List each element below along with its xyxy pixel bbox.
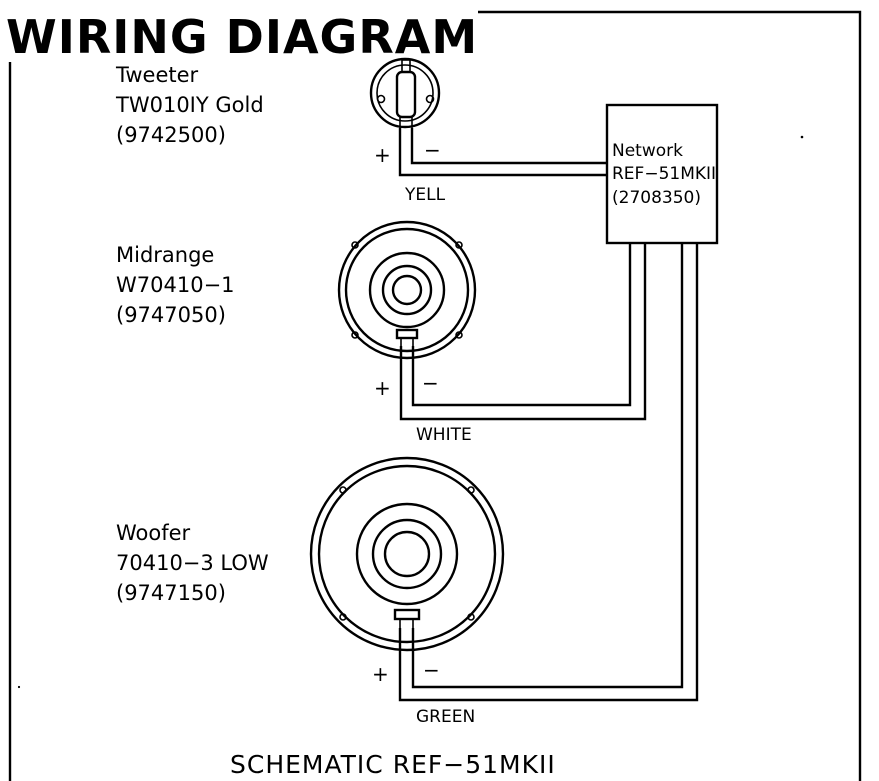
woofer-minus-label: − [423,658,440,682]
tweeter-symbol [369,57,441,130]
stray-dot [800,135,804,139]
tweeter-name: Tweeter [115,63,199,87]
stray-dot-2 [17,685,21,689]
tweeter-model: TW010IY Gold [115,93,264,117]
midrange-minus-label: − [422,371,439,395]
network-part-number: (2708350) [612,188,701,208]
frame-border [478,10,862,781]
network-box [605,103,719,245]
diagram-title: WIRING DIAGRAM [6,10,478,64]
midrange-name: Midrange [116,243,214,267]
woofer-model: 70410−3 LOW [116,551,269,575]
midrange-symbol [337,220,477,360]
tweeter-wire [398,128,607,177]
tweeter-plus-label: + [374,143,391,167]
woofer-symbol [309,456,505,652]
woofer-wire-color: GREEN [416,707,475,727]
midrange-wire [399,243,647,421]
network-name: Network [612,141,683,161]
midrange-wire-color: WHITE [416,425,472,445]
tweeter-minus-label: − [424,138,441,162]
tweeter-wire-color: YELL [404,185,446,205]
tweeter-part-number: (9742500) [116,123,226,147]
schematic-caption: SCHEMATIC REF−51MKII [230,750,556,779]
woofer-part-number: (9747150) [116,581,226,605]
woofer-wire [398,243,699,702]
woofer-name: Woofer [116,521,191,545]
midrange-plus-label: + [374,376,391,400]
woofer-plus-label: + [372,662,389,686]
network-model: REF−51MKII [612,164,716,184]
midrange-part-number: (9747050) [116,303,226,327]
midrange-model: W70410−1 [116,273,235,297]
